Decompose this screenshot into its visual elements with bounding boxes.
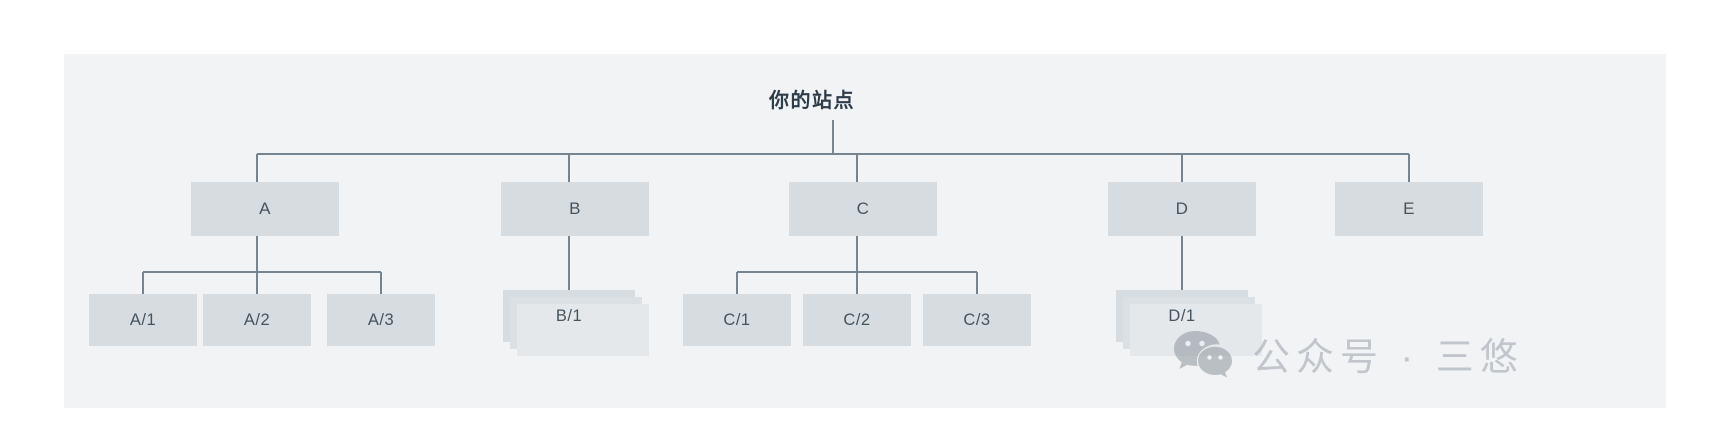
node-a-1[interactable]: A/1 bbox=[89, 294, 197, 346]
node-a-2[interactable]: A/2 bbox=[203, 294, 311, 346]
node-d-1[interactable]: D/1 bbox=[1116, 290, 1262, 356]
node-c-1[interactable]: C/1 bbox=[683, 294, 791, 346]
node-c-3[interactable]: C/3 bbox=[923, 294, 1031, 346]
node-c-2[interactable]: C/2 bbox=[803, 294, 911, 346]
node-e[interactable]: E bbox=[1335, 182, 1483, 236]
node-c[interactable]: C bbox=[789, 182, 937, 236]
node-root[interactable]: 你的站点 bbox=[769, 90, 855, 112]
node-b[interactable]: B bbox=[501, 182, 649, 236]
watermark-text: 公众号 · 三悠 bbox=[1252, 337, 1524, 379]
node-a[interactable]: A bbox=[191, 182, 339, 236]
node-a-3[interactable]: A/3 bbox=[327, 294, 435, 346]
sitemap-diagram-panel: 你的站点 A B C D E A/1 A/2 A/3 B/1 C/1 C/2 C… bbox=[64, 54, 1666, 408]
node-b-1[interactable]: B/1 bbox=[503, 290, 649, 356]
node-d[interactable]: D bbox=[1108, 182, 1256, 236]
